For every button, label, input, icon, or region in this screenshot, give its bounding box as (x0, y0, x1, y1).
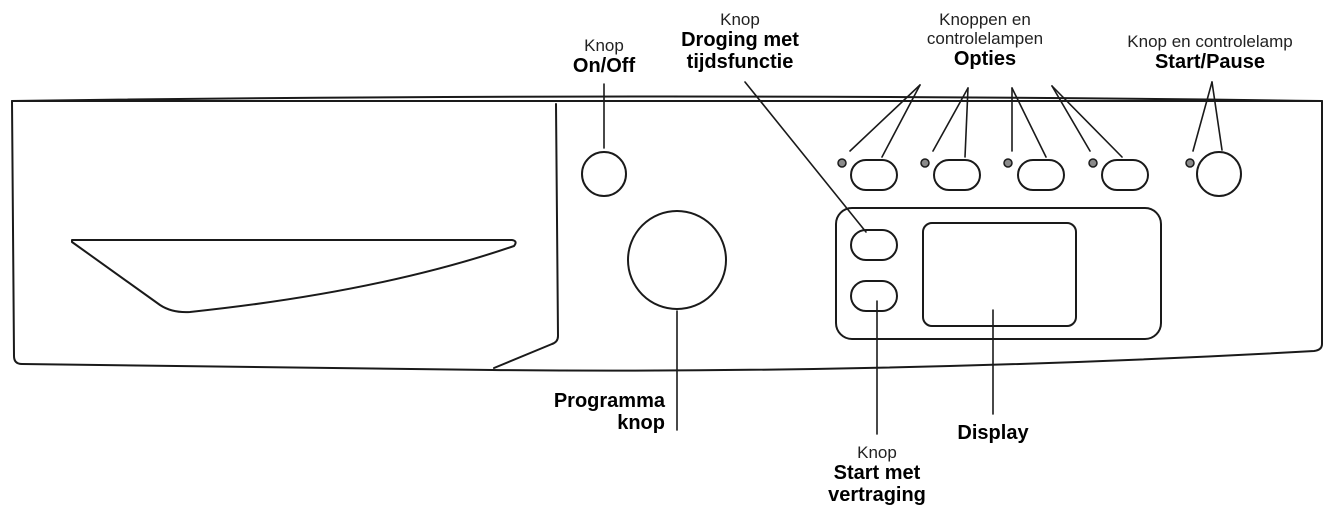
leader-opties-4-lamp (1051, 85, 1091, 152)
leader-droging (744, 81, 867, 233)
label-droging: Knop Droging met tijdsfunctie (670, 10, 810, 74)
label-programma: Programma knop (515, 390, 665, 435)
label-start-pause: Knop en controlelamp Start/Pause (1100, 32, 1320, 73)
label-on-off-main: On/Off (572, 55, 636, 78)
label-opties-main: Opties (953, 48, 1017, 71)
label-start-vertraging-main-2: vertraging (828, 484, 926, 507)
leader-opties-2-button (964, 87, 969, 158)
option-lamp-1 (837, 158, 847, 168)
option-lamp-3 (1003, 158, 1013, 168)
label-droging-main-1: Droging met (681, 29, 799, 52)
label-programma-main-2: knop (617, 412, 665, 435)
label-start-pause-sub: Knop en controlelamp (1127, 32, 1293, 51)
leader-start-pause-button (1211, 81, 1223, 151)
label-start-pause-main: Start/Pause (1154, 51, 1266, 74)
start-pause-button[interactable] (1196, 151, 1242, 197)
label-droging-main-2: tijdsfunctie (686, 51, 794, 74)
label-display-main: Display (957, 422, 1029, 444)
leader-opties-2-lamp (932, 87, 969, 152)
panel-top-edge (11, 95, 1323, 102)
label-on-off-sub: Knop (584, 36, 624, 55)
leader-opties-4-button (1051, 85, 1123, 158)
label-opties: Knoppen en controlelampen Opties (900, 10, 1070, 70)
start-pause-lamp (1185, 158, 1195, 168)
label-display: Display (943, 422, 1043, 444)
panel-outline (11, 100, 1323, 372)
option-button-3[interactable] (1017, 159, 1065, 191)
program-knob[interactable] (627, 210, 727, 310)
label-droging-sub: Knop (720, 10, 760, 29)
on-off-button[interactable] (581, 151, 627, 197)
leader-start-pause-lamp (1192, 81, 1213, 152)
display-module (835, 207, 1162, 340)
display-screen (922, 222, 1077, 327)
option-button-2[interactable] (933, 159, 981, 191)
drawer-handle (71, 239, 517, 314)
leader-opties-3-button (1011, 87, 1047, 158)
label-opties-sub-2: controlelampen (926, 29, 1044, 49)
leader-opties-1-lamp (849, 84, 921, 152)
leader-opties-1-button (881, 84, 921, 158)
option-lamp-4 (1088, 158, 1098, 168)
label-start-vertraging-main-1: Start met (833, 462, 921, 485)
label-on-off: Knop On/Off (554, 36, 654, 77)
label-start-vertraging-sub: Knop (857, 443, 897, 462)
option-button-4[interactable] (1101, 159, 1149, 191)
option-lamp-2 (920, 158, 930, 168)
label-opties-sub-1: Knoppen en (939, 10, 1031, 29)
option-button-1[interactable] (850, 159, 898, 191)
delayed-drying-button[interactable] (850, 229, 898, 261)
label-programma-main-1: Programma (553, 390, 665, 412)
label-start-vertraging: Knop Start met vertraging (810, 443, 944, 507)
drawer-divider (493, 103, 559, 369)
delayed-start-button[interactable] (850, 280, 898, 312)
